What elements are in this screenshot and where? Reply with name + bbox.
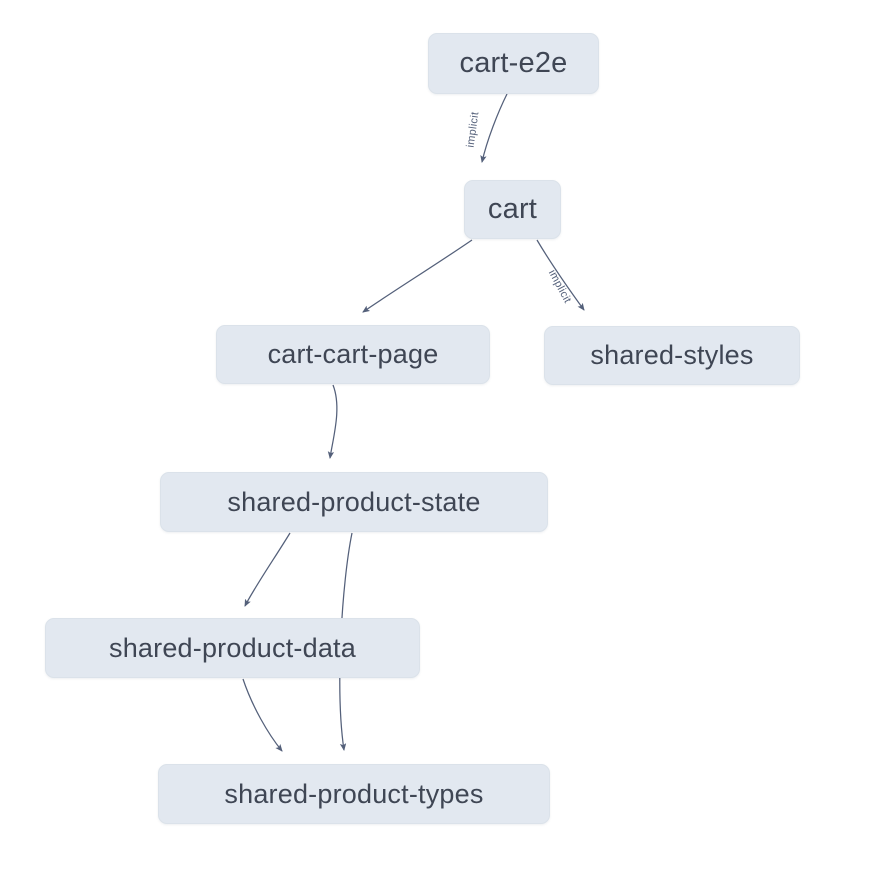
graph-node-label: shared-product-state — [227, 486, 481, 517]
graph-node-label: shared-product-types — [224, 778, 484, 809]
graph-node-shared-styles[interactable]: shared-styles — [544, 326, 800, 385]
graph-node-cart-cart-page[interactable]: cart-cart-page — [216, 325, 490, 384]
graph-node-label: cart-cart-page — [267, 339, 439, 369]
edge-label: implicit — [546, 268, 574, 305]
graph-edge[interactable] — [362, 239, 473, 313]
graph-node-cart-e2e[interactable]: cart-e2e — [428, 33, 599, 94]
graph-node-label: shared-styles — [590, 340, 754, 370]
graph-node-cart[interactable]: cart — [464, 180, 561, 239]
graph-edge[interactable] — [480, 93, 508, 163]
graph-node-label: cart-e2e — [459, 47, 568, 79]
edge-label: implicit — [465, 111, 482, 148]
graph-edge[interactable] — [327, 384, 338, 459]
graph-node-label: cart — [487, 193, 538, 225]
graph-node-shared-product-state[interactable]: shared-product-state — [160, 472, 548, 532]
graph-edge[interactable] — [242, 678, 283, 752]
graph-node-shared-product-data[interactable]: shared-product-data — [45, 618, 420, 678]
graph-node-shared-product-types[interactable]: shared-product-types — [158, 764, 550, 824]
graph-edge[interactable] — [244, 532, 291, 607]
graph-edge[interactable] — [536, 239, 585, 311]
graph-node-label: shared-product-data — [109, 632, 356, 663]
